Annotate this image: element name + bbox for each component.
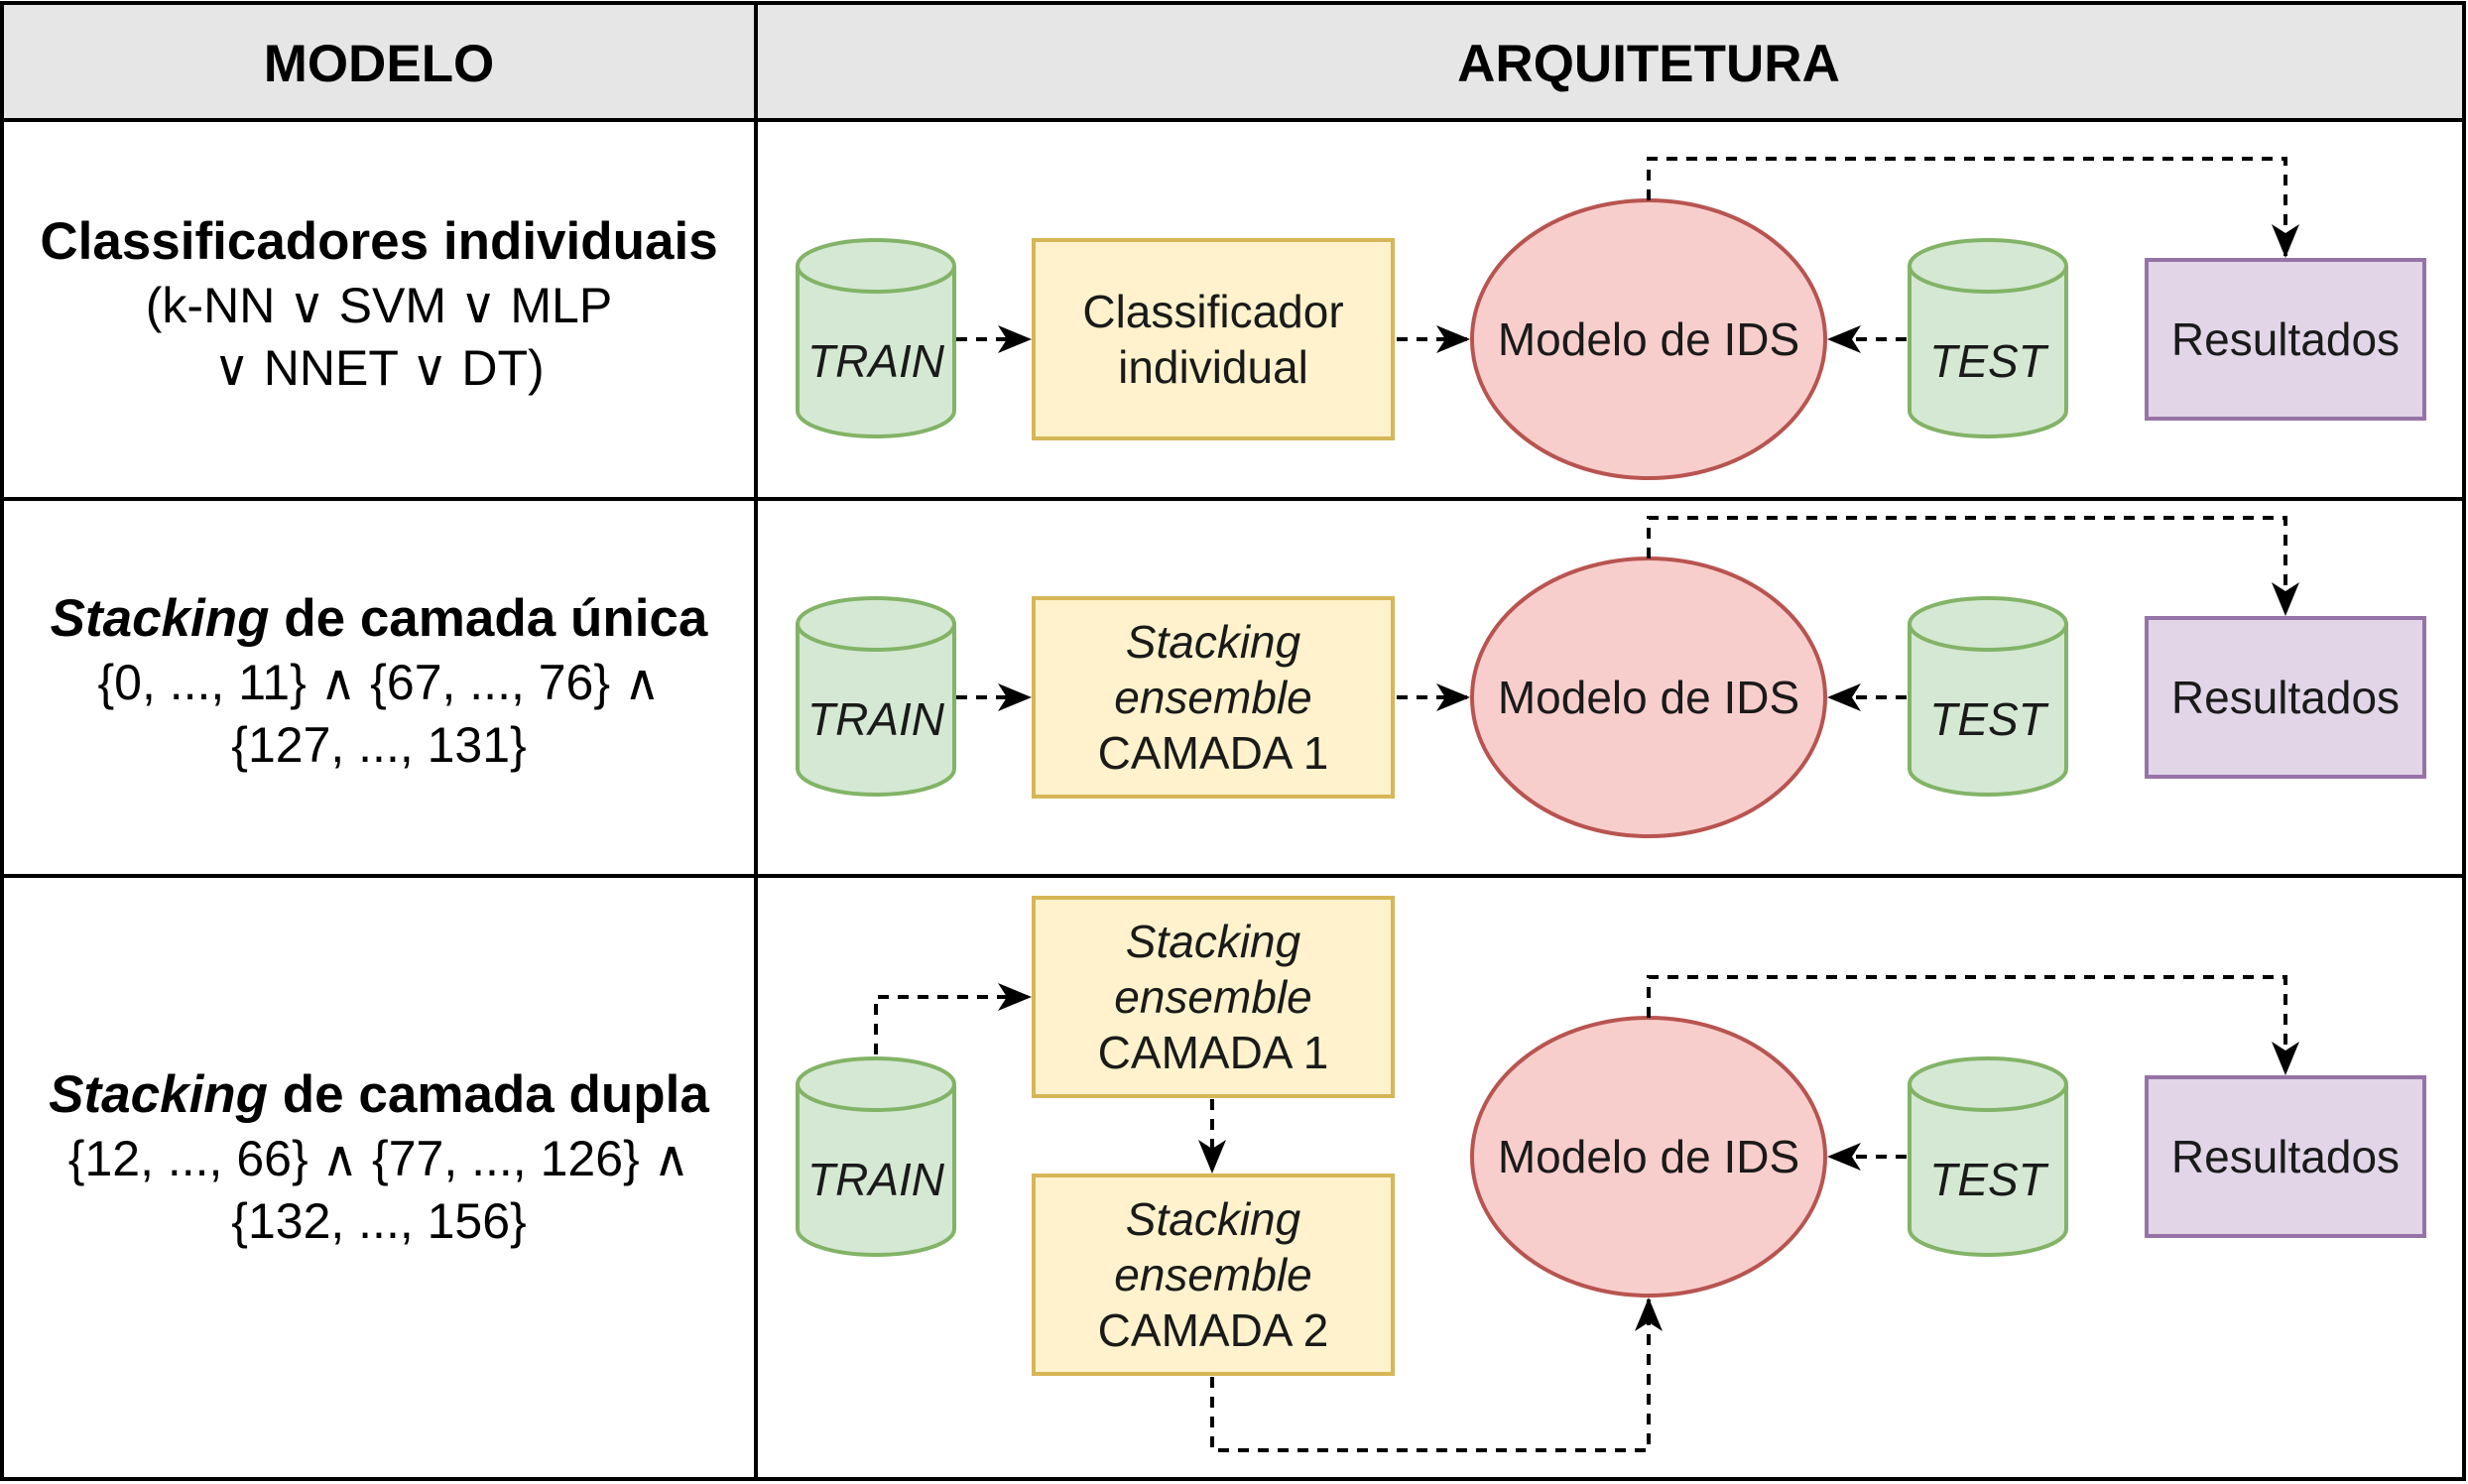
box-line: Classificador bbox=[1082, 286, 1343, 337]
box-line: Stacking bbox=[1126, 616, 1301, 668]
results-label: Resultados bbox=[2171, 1131, 2400, 1182]
edge-stacking-2-to-ids bbox=[1210, 1298, 1663, 1452]
box-line: ensemble bbox=[1114, 1249, 1311, 1300]
box-line: Stacking bbox=[1126, 1193, 1301, 1245]
database-label: TEST bbox=[1929, 335, 2048, 387]
model-detail-line: ∨ NNET ∨ DT) bbox=[213, 340, 544, 396]
model-detail-line: {0, ..., 11} ∧ {67, ..., 76} ∧ bbox=[97, 655, 660, 710]
header-model: MODELO bbox=[264, 35, 495, 93]
ids-model-label: Modelo de IDS bbox=[1498, 672, 1799, 723]
results-label: Resultados bbox=[2171, 672, 2400, 723]
box-line: ensemble bbox=[1114, 672, 1311, 723]
model-title-part: Classificadores individuais bbox=[40, 212, 717, 271]
model-title-part: Stacking bbox=[49, 1065, 268, 1124]
test-database: TEST bbox=[1908, 1056, 2068, 1257]
model-cell: Classificadores individuais (k-NN ∨ SVM ∨… bbox=[40, 212, 717, 396]
model-title-part: de camada dupla bbox=[268, 1065, 709, 1124]
train-database: TRAIN bbox=[796, 238, 956, 438]
model-title: Stacking de camada dupla bbox=[49, 1065, 709, 1124]
box-line: Stacking bbox=[1126, 916, 1301, 967]
header-architecture: ARQUITETURA bbox=[1457, 35, 1840, 93]
ids-model-node: Modelo de IDS bbox=[1470, 198, 1827, 480]
ids-model-label: Modelo de IDS bbox=[1498, 1131, 1799, 1182]
model-title: Stacking de camada única bbox=[51, 589, 708, 648]
results-node: Resultados bbox=[2145, 1075, 2426, 1238]
header-background bbox=[2, 3, 2464, 120]
test-database: TEST bbox=[1908, 238, 2068, 438]
database-label: TRAIN bbox=[807, 1154, 945, 1205]
edge-ids-to-results bbox=[1647, 157, 2299, 258]
model-title: Classificadores individuais bbox=[40, 212, 717, 271]
rows-layer: Classificadores individuais (k-NN ∨ SVM ∨… bbox=[40, 157, 2426, 1452]
edge-ids-to-results bbox=[1647, 975, 2299, 1075]
model-detail-line: {127, ..., 131} bbox=[231, 717, 527, 773]
results-node: Resultados bbox=[2145, 258, 2426, 421]
database-label: TEST bbox=[1929, 1154, 2048, 1205]
model-cell: Stacking de camada dupla {12, ..., 66} ∧ … bbox=[49, 1065, 709, 1249]
train-database: TRAIN bbox=[796, 1056, 956, 1257]
edge-train-to-stacking-1 bbox=[874, 983, 1032, 1054]
database-label: TRAIN bbox=[807, 693, 945, 745]
ids-model-node: Modelo de IDS bbox=[1470, 556, 1827, 838]
results-node: Resultados bbox=[2145, 616, 2426, 779]
train-database: TRAIN bbox=[796, 596, 956, 797]
model-title-part: Stacking bbox=[51, 589, 270, 648]
database-label: TEST bbox=[1929, 693, 2048, 745]
edge-ids-to-results bbox=[1647, 516, 2299, 616]
test-database: TEST bbox=[1908, 596, 2068, 797]
results-label: Resultados bbox=[2171, 313, 2400, 365]
model-detail-line: (k-NN ∨ SVM ∨ MLP bbox=[146, 278, 612, 333]
model-title-part: de camada única bbox=[270, 589, 708, 648]
box-line: CAMADA 1 bbox=[1098, 727, 1329, 779]
ids-model-node: Modelo de IDS bbox=[1470, 1016, 1827, 1298]
box-line: CAMADA 2 bbox=[1098, 1304, 1329, 1356]
box-line: CAMADA 1 bbox=[1098, 1027, 1329, 1078]
database-label: TRAIN bbox=[807, 335, 945, 387]
ids-model-label: Modelo de IDS bbox=[1498, 313, 1799, 365]
model-detail-line: {132, ..., 156} bbox=[231, 1193, 527, 1249]
model-cell: Stacking de camada única {0, ..., 11} ∧ {… bbox=[51, 589, 708, 773]
box-line: ensemble bbox=[1114, 971, 1311, 1023]
box-line: individual bbox=[1118, 341, 1308, 393]
model-detail-line: {12, ..., 66} ∧ {77, ..., 126} ∧ bbox=[68, 1131, 689, 1186]
